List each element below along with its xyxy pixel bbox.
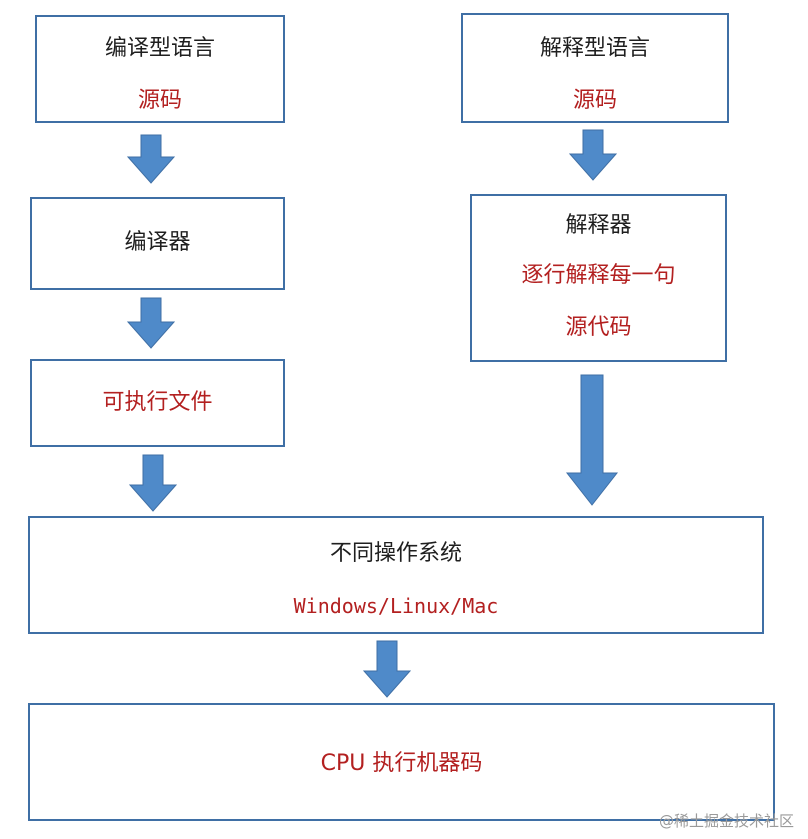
compiled-source-label: 源码 xyxy=(137,88,182,113)
executable-file-title: 可执行文件 xyxy=(102,390,213,415)
executable-file-box: 可执行文件 xyxy=(30,359,285,447)
arrow-down-icon xyxy=(568,129,618,181)
interpreted-source-label: 源码 xyxy=(572,88,617,113)
interpreter-source-code: 源代码 xyxy=(565,315,632,340)
cpu-execution-box: CPU 执行机器码 xyxy=(28,703,775,821)
arrow-down-icon xyxy=(126,134,176,184)
operating-systems-title: 不同操作系统 xyxy=(329,541,462,566)
arrow-down-icon xyxy=(128,454,178,512)
cpu-execution-title: CPU 执行机器码 xyxy=(320,751,483,776)
interpreter-title: 解释器 xyxy=(565,213,632,238)
interpreter-box: 解释器 逐行解释每一句 源代码 xyxy=(470,194,727,362)
watermark: @稀土掘金技术社区 xyxy=(658,812,794,830)
arrow-down-icon xyxy=(362,640,412,698)
interpreted-language-title: 解释型语言 xyxy=(539,36,650,61)
interpreted-language-box: 解释型语言 源码 xyxy=(461,13,729,123)
arrow-down-icon xyxy=(565,374,619,506)
compiled-language-box: 编译型语言 源码 xyxy=(35,15,285,123)
compiler-box: 编译器 xyxy=(30,197,285,290)
operating-systems-list: Windows/Linux/Mac xyxy=(293,594,499,618)
compiler-title: 编译器 xyxy=(124,230,191,255)
arrow-down-icon xyxy=(126,297,176,349)
operating-systems-box: 不同操作系统 Windows/Linux/Mac xyxy=(28,516,764,634)
interpreter-line-by-line: 逐行解释每一句 xyxy=(521,263,676,288)
compiled-language-title: 编译型语言 xyxy=(104,36,215,61)
